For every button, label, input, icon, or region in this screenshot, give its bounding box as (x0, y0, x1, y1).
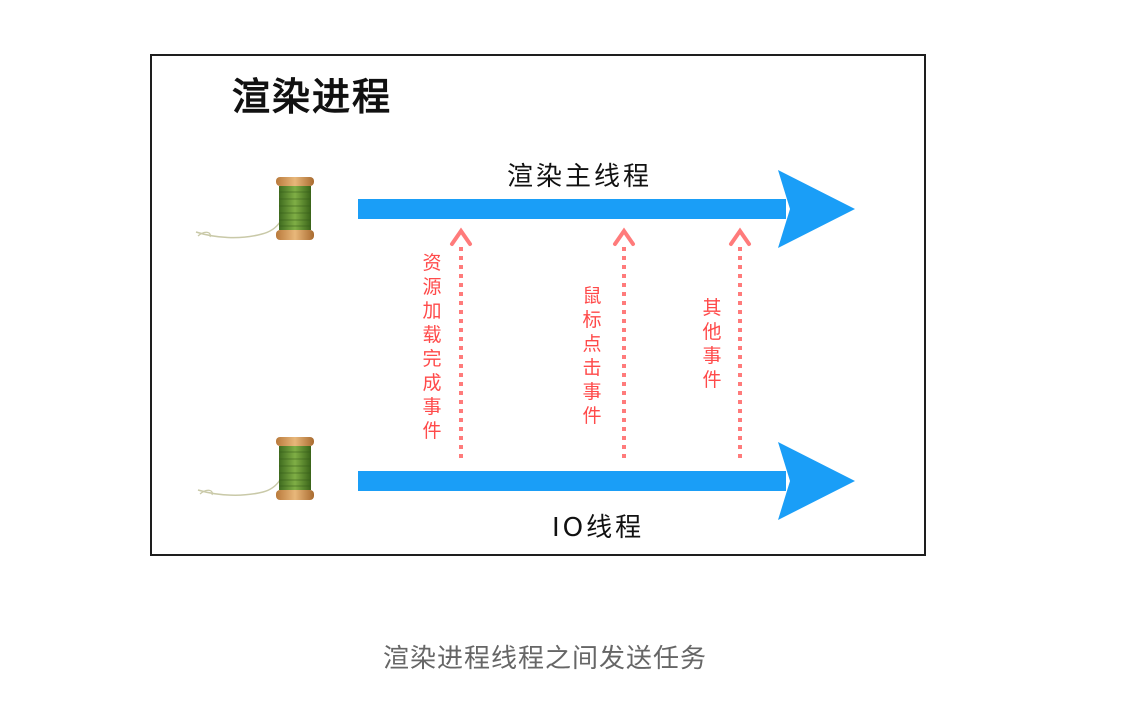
spool-icon (197, 437, 314, 500)
event-label-resource-loaded: 资源加载完成事件 (422, 252, 442, 442)
spool-icon (195, 177, 314, 240)
event-label-mouse-click: 鼠标点击事件 (582, 285, 602, 427)
event-arrow-other (729, 227, 751, 458)
figure-caption: 渲染进程线程之间发送任务 (382, 644, 707, 674)
event-arrow-resource-loaded (450, 227, 472, 458)
event-arrow-mouse-click (613, 227, 635, 458)
main-thread-arrow (358, 170, 855, 248)
event-label-other: 其他事件 (702, 297, 722, 391)
main-thread-label: 渲染主线程 (507, 162, 653, 192)
diagram-title: 渲染进程 (231, 75, 392, 119)
io-thread-label: IO线程 (552, 513, 645, 543)
io-thread-arrow (358, 442, 855, 520)
